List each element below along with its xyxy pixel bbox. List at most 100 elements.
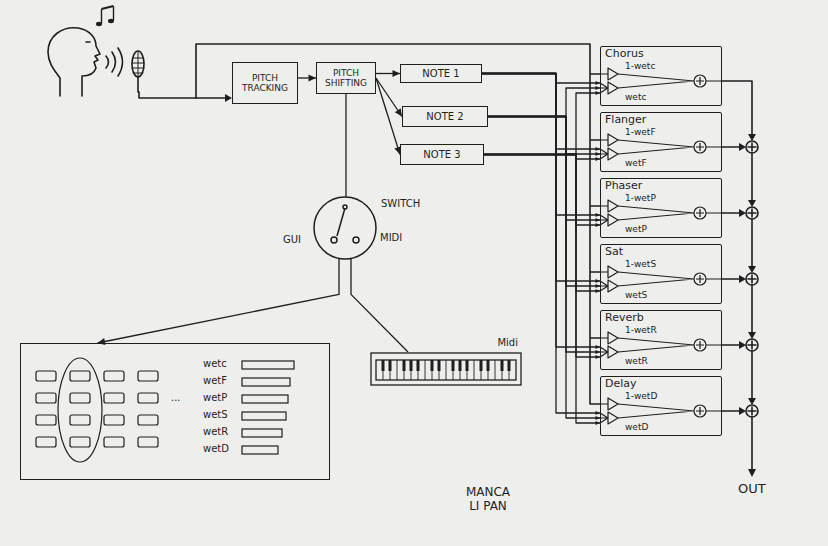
signal-connector [482,74,600,416]
effect-title: Chorus [605,48,644,61]
gain-label: 1-wetc [625,61,655,71]
process-box: PITCH SHIFTING [316,62,376,94]
signal-connector [484,155,600,162]
effect-box: Flanger1-wetF wetF [600,112,722,172]
keyboard-label: Midi [497,337,518,349]
signal-connector [484,155,600,228]
arrow-head [225,94,232,102]
arrow-head [748,332,756,339]
gain-label: wetP [625,224,647,234]
signal-connector [488,117,600,157]
output-label: OUT [738,482,766,497]
arrow-head [739,407,746,415]
signal-connector [488,117,600,355]
gain-label: wetc [625,92,646,102]
gain-label: 1-wetF [625,127,656,137]
signal-connector [484,155,600,360]
signal-connector [482,74,600,350]
effect-box: Phaser1-wetP wetP [600,178,722,238]
box-label: PITCH TRACKING [236,73,294,94]
signal-connector [488,117,600,289]
dry-signal-bus [196,44,600,404]
effect-box: Sat1-wetS wetS [600,244,722,304]
note-box: NOTE 2 [402,106,488,127]
switch-label: MIDI [380,232,402,244]
signal-connector [482,74,600,86]
signal-connector [484,91,600,155]
midi-keyboard: Midi [370,352,522,386]
signal-connector [298,75,316,82]
signal-connector [376,78,401,155]
slider-label: wetF [203,375,227,387]
sound-waves [106,48,123,76]
effect-title: Phaser [605,180,642,193]
box-label: NOTE 2 [426,111,463,123]
signal-connector [482,74,600,218]
arrow-head [739,143,746,151]
slider-label: wetR [203,426,228,438]
singer-head [48,28,100,96]
signal-connector [484,155,600,294]
arrow-head [739,209,746,217]
gui-panel: ... wetc wetF wetP wetS wetR wetD [20,343,330,480]
arrow-head [748,134,756,141]
effect-box: Delay1-wetD wetD [600,376,722,436]
signal-connector [351,258,408,352]
gain-label: 1-wetD [625,391,657,401]
keyboard-keys [370,352,522,386]
effect-title: Sat [605,246,623,259]
signal-connector [376,78,402,117]
slider-label: wetP [203,392,227,404]
effect-title: Delay [605,378,637,391]
signal-connector [482,74,600,284]
effect-title: Flanger [605,114,646,127]
box-label: NOTE 3 [423,149,460,161]
music-note-stems [102,6,114,24]
music-note [96,19,114,26]
gain-label: 1-wetR [625,325,657,335]
gain-label: wetS [625,290,647,300]
gain-label: wetR [625,356,648,366]
signal-connector [488,117,600,421]
signal-connector [488,86,600,117]
microphone-cable [138,77,226,98]
arrow-head [748,266,756,273]
effect-box: Reverb1-wetRwetR [600,310,722,370]
arrow-head [395,108,402,116]
note-box: NOTE 3 [400,144,484,165]
arrow-head [309,75,317,82]
slider-label: wetc [203,358,227,370]
slider-label: wetD [203,443,229,455]
switch-label: GUI [283,234,301,246]
signal-connector [98,258,340,345]
gain-label: 1-wetS [625,259,656,269]
gain-label: wetF [625,158,647,168]
gui-controls [20,343,330,480]
arrow-head [393,70,401,77]
effect-box: Chorus1-wetc wetc [600,46,722,106]
switch-outline [313,196,377,260]
arrow-head [748,469,756,477]
arrow-head [748,200,756,207]
process-box: PITCH TRACKING [232,62,298,104]
slider-label: wetS [203,409,228,421]
microphone [132,51,144,77]
gain-label: wetD [625,422,648,432]
gain-label: 1-wetP [625,193,656,203]
switch-circle: SWITCHGUIMIDI [313,196,377,260]
switch-label: SWITCH [381,198,420,210]
signal-connector [346,94,347,197]
arrow-head [739,341,746,349]
ellipsis-mark: ... [171,392,181,404]
signal-connector [482,74,600,152]
arrow-head [748,398,756,405]
signal-connector [376,70,400,77]
box-label: NOTE 1 [422,68,459,80]
adder-symbols [746,141,758,417]
microphone-grill [132,52,144,76]
box-label: PITCH SHIFTING [320,68,372,89]
arrow-head [739,275,746,283]
note-box: NOTE 1 [400,64,482,83]
